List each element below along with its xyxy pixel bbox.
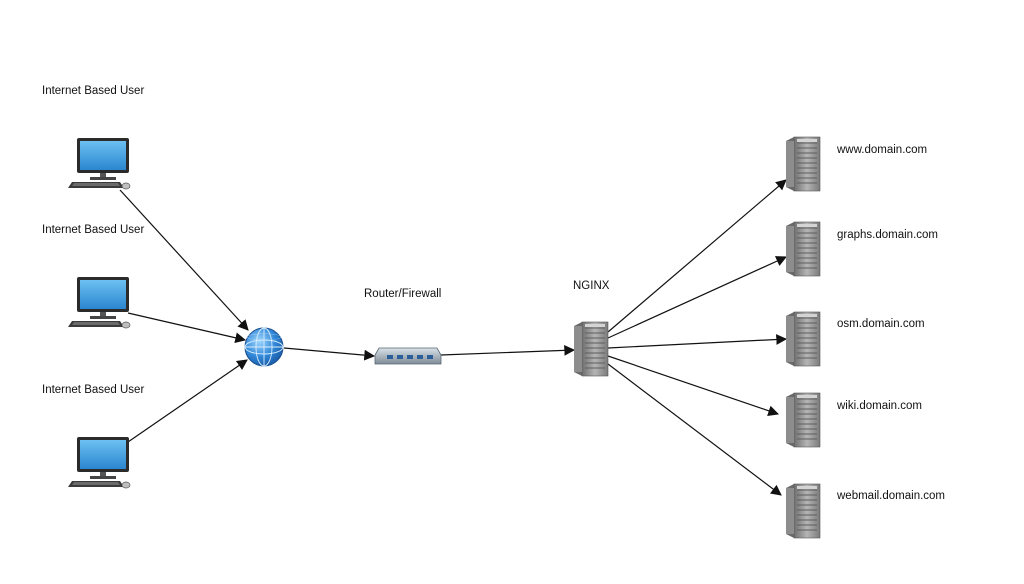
connectors (119, 179, 788, 496)
server-icon-wiki (786, 392, 821, 448)
connector-nginx-to-webmail (607, 363, 782, 496)
backend-label-webmail: webmail.domain.com (837, 490, 946, 502)
desktop-computer-icon (68, 277, 131, 329)
backend-label-graphs: graphs.domain.com (837, 229, 938, 241)
connector-nginx-to-osm (607, 334, 788, 349)
nginx-server-icon (574, 321, 609, 377)
connector-globe-to-router (283, 347, 376, 361)
backend-label-www: www.domain.com (837, 144, 928, 156)
backend-label-osm: osm.domain.com (837, 318, 925, 330)
router-label: Router/Firewall (364, 288, 442, 300)
connector-router-to-nginx (440, 344, 576, 356)
desktop-computer-icon (68, 437, 131, 489)
backend-label-wiki: wiki.domain.com (837, 400, 922, 412)
globe-icon (244, 327, 284, 367)
connector-user-3-to-globe (127, 359, 248, 443)
server-icon-osm (786, 311, 821, 367)
connector-nginx-to-graphs (607, 256, 787, 339)
user-label-1: Internet Based User (42, 85, 145, 97)
user-label-3: Internet Based User (42, 384, 145, 396)
connector-nginx-to-wiki (607, 355, 780, 416)
router-icon (374, 347, 442, 365)
desktop-computer-icon (68, 138, 131, 190)
connector-nginx-to-www (607, 179, 787, 333)
server-icon-graphs (786, 221, 821, 277)
connector-user-2-to-globe (127, 312, 247, 344)
user-label-2: Internet Based User (42, 224, 145, 236)
server-icon-www (786, 136, 821, 192)
server-icon-webmail (786, 483, 821, 539)
connector-user-1-to-globe (119, 189, 249, 331)
nginx-label: NGINX (573, 280, 610, 292)
